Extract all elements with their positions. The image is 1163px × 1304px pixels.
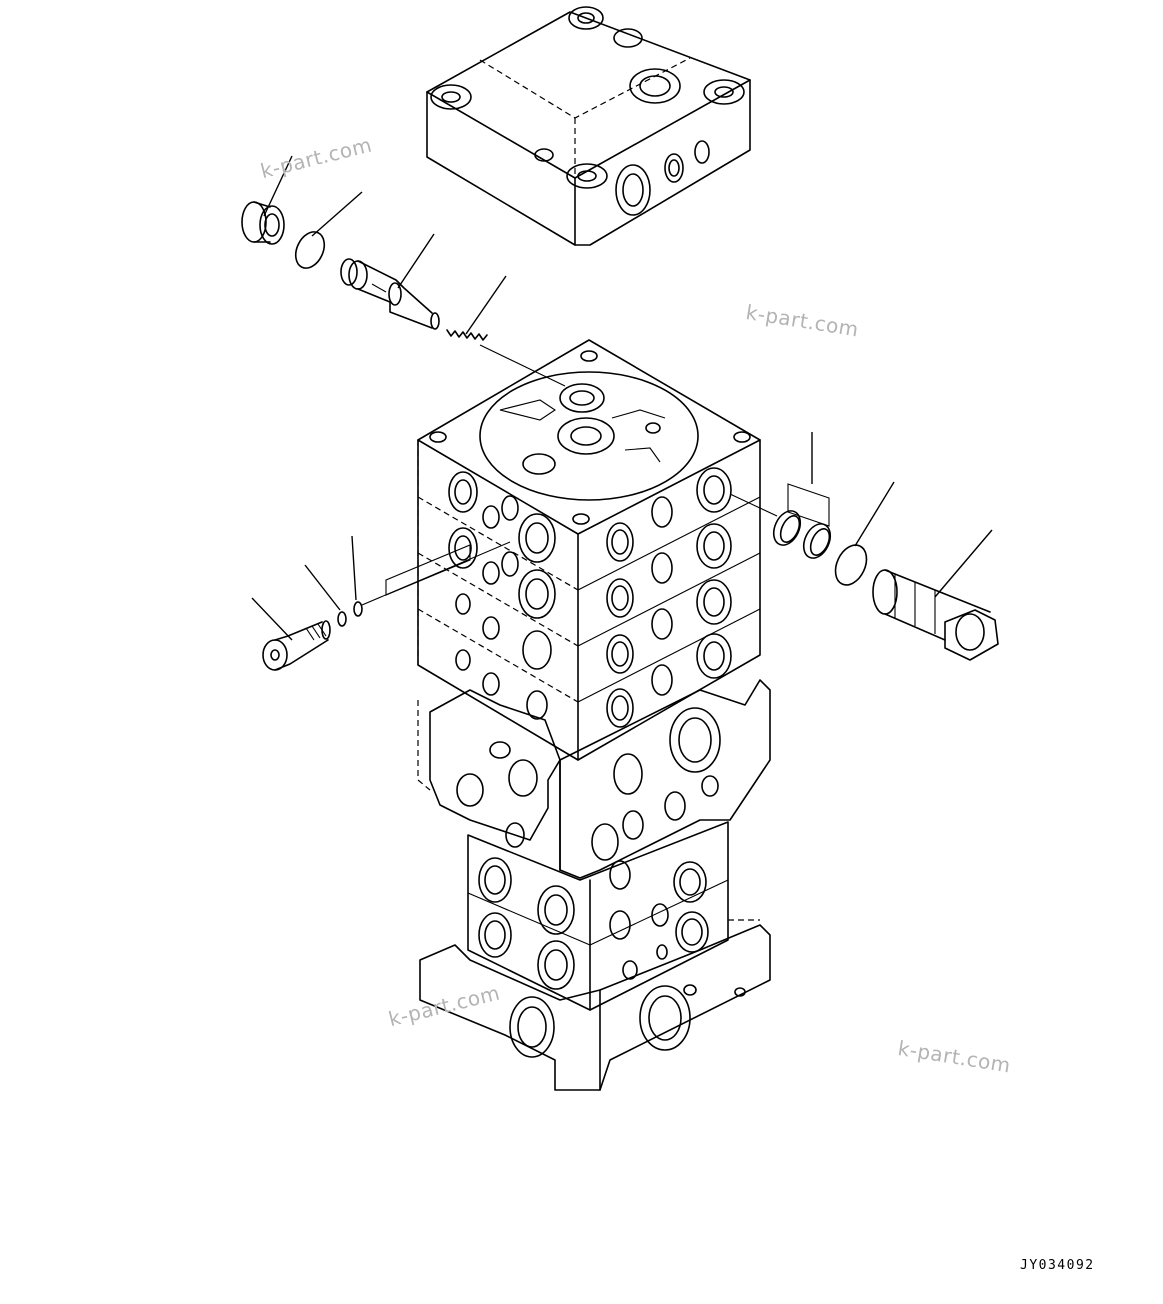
top-cover-block <box>426 6 751 246</box>
spring <box>446 329 488 341</box>
o-rings-small <box>337 601 363 627</box>
o-ring-upper <box>294 231 326 269</box>
valve-body-lower <box>467 821 760 1011</box>
o-ring-right <box>834 544 868 586</box>
middle-plate <box>417 679 771 879</box>
plug <box>241 201 285 245</box>
drawing-id: JY034092 <box>1020 1258 1095 1273</box>
bolt <box>262 620 331 671</box>
base-plate <box>419 924 771 1091</box>
leader-lines <box>251 155 993 641</box>
assembly-axes <box>361 344 778 606</box>
backup-rings <box>772 483 832 559</box>
relief-valve <box>872 569 999 661</box>
valve-body-upper <box>385 339 761 761</box>
poppet <box>340 258 440 330</box>
